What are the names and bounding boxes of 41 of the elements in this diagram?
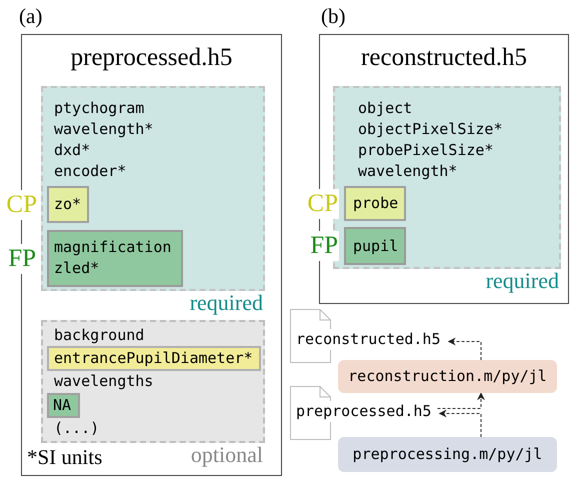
parameter-name: objectPixelSize* bbox=[358, 119, 502, 140]
parameter-type-label: CP bbox=[306, 188, 339, 218]
parameter-name: zled* bbox=[54, 258, 100, 279]
parameter-name: entrancePupilDiameter* bbox=[54, 348, 253, 369]
parameter-name: magnification bbox=[54, 237, 172, 258]
file-name: reconstructed.h5 bbox=[296, 330, 440, 348]
parameter-name: pupil bbox=[353, 236, 398, 256]
parameter-name: ptychogram bbox=[54, 98, 144, 119]
region-label: required bbox=[190, 290, 263, 316]
script-name: preprocessing.m/py/jl bbox=[352, 444, 542, 465]
parameter-highlight bbox=[47, 393, 80, 418]
panel-title: reconstructed.h5 bbox=[361, 43, 527, 73]
parameter-name: wavelength* bbox=[358, 161, 458, 182]
parameter-name: encoder* bbox=[54, 161, 126, 182]
parameter-name: dxd* bbox=[54, 140, 90, 161]
parameter-name: wavelengths bbox=[54, 371, 154, 392]
parameter-name: probePixelSize* bbox=[358, 140, 494, 161]
parameter-name: NA bbox=[53, 395, 72, 416]
panel-title: preprocessed.h5 bbox=[70, 43, 232, 73]
script-name: reconstruction.m/py/jl bbox=[348, 366, 547, 387]
panel-label: (b) bbox=[321, 3, 346, 30]
footnote: *SI units bbox=[27, 444, 102, 470]
parameter-type-label: FP bbox=[309, 231, 339, 261]
file-name: preprocessed.h5 bbox=[296, 402, 432, 420]
parameter-highlight bbox=[47, 346, 261, 371]
parameter-type-label: CP bbox=[5, 190, 38, 220]
parameter-name: probe bbox=[353, 193, 398, 214]
arrow bbox=[436, 392, 485, 409]
arrow bbox=[448, 338, 482, 360]
parameter-name: object bbox=[358, 98, 412, 119]
parameter-name: (...) bbox=[54, 418, 100, 439]
parameter-name: background bbox=[54, 325, 144, 346]
parameter-name: wavelength* bbox=[54, 119, 154, 140]
script-box bbox=[338, 437, 557, 472]
region-label: required bbox=[486, 268, 559, 294]
region-label: optional bbox=[190, 442, 263, 468]
panel-label: (a) bbox=[19, 3, 42, 30]
parameter-type-label: FP bbox=[7, 244, 37, 274]
script-box bbox=[338, 360, 557, 393]
arrow bbox=[438, 410, 482, 438]
parameter-name: zo* bbox=[54, 194, 82, 215]
